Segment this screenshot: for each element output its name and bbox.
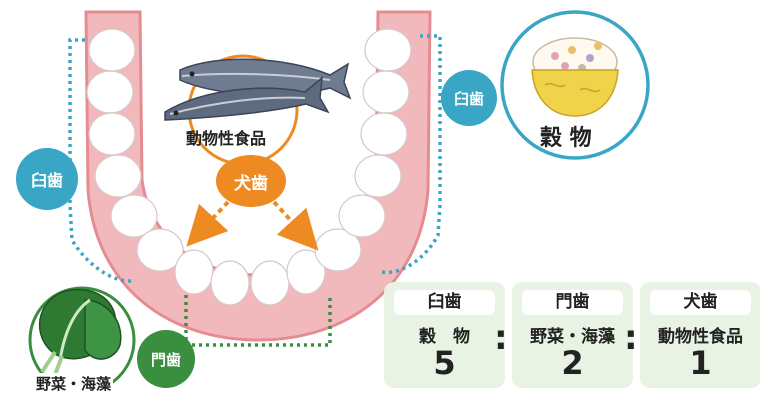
- tooth: [94, 154, 142, 198]
- molar-right-bubble: 臼歯: [441, 70, 497, 126]
- veg-seaweed-label: 野菜・海藻: [34, 373, 114, 394]
- canine-label: 犬歯: [234, 173, 268, 194]
- incisor-bubble: 門歯: [137, 330, 195, 388]
- ratio-card-canine: 犬歯 動物性食品 1: [640, 282, 760, 388]
- tooth: [136, 228, 184, 272]
- rice-bowl-icon: [531, 37, 619, 117]
- fish-icon: [164, 58, 352, 121]
- ratio-card-value: 1: [689, 344, 712, 382]
- canine-arrow-left: [186, 200, 230, 247]
- ratio-card-value: 2: [561, 344, 584, 382]
- tooth: [338, 194, 386, 238]
- tooth: [360, 112, 408, 156]
- ratio-separator: :: [494, 318, 508, 358]
- tooth: [174, 249, 214, 295]
- ratio-card-incisor: 門歯 野菜・海藻 2: [512, 282, 633, 388]
- ratio-card-food: 野菜・海藻: [530, 327, 615, 347]
- molar-bracket-right: [381, 34, 442, 275]
- tooth: [110, 194, 158, 238]
- teeth-row: [86, 28, 412, 306]
- ratio-card-molar: 臼歯 穀 物 5: [384, 282, 505, 388]
- tooth: [88, 112, 136, 156]
- leafy-vegetable-icon: [39, 288, 122, 376]
- ratio-card-tooth: 門歯: [522, 290, 623, 315]
- molar-left-bubble: 臼歯: [16, 148, 78, 210]
- canine-bubble: 犬歯: [216, 155, 286, 207]
- tooth: [88, 28, 136, 72]
- tooth: [354, 154, 402, 198]
- tooth: [362, 70, 410, 114]
- ratio-card-tooth: 臼歯: [394, 290, 495, 315]
- incisor-label: 門歯: [150, 350, 181, 369]
- ratio-card-value: 5: [433, 344, 456, 382]
- canine-arrow-right: [272, 200, 319, 251]
- molar-left-label: 臼歯: [30, 171, 63, 190]
- tooth: [86, 70, 134, 114]
- ratio-card-food: 動物性食品: [658, 327, 743, 347]
- tooth: [210, 260, 250, 306]
- animal-food-label: 動物性食品: [186, 129, 267, 148]
- tooth: [250, 260, 290, 306]
- tooth: [364, 28, 412, 72]
- molar-bracket-left: [68, 38, 136, 283]
- molar-right-label: 臼歯: [453, 89, 484, 108]
- ratio-separator: :: [624, 318, 638, 358]
- incisor-bracket: [184, 295, 332, 347]
- ratio-card-food: 穀 物: [419, 327, 470, 347]
- ratio-card-tooth: 犬歯: [650, 290, 751, 315]
- grain-label: 穀 物: [540, 126, 592, 151]
